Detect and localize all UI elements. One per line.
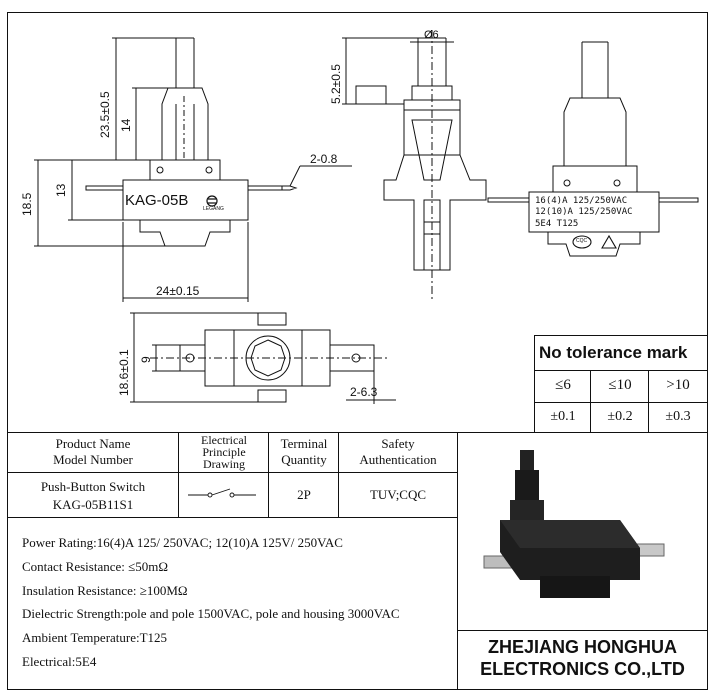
dim-width: 24±0.15 [156,284,200,298]
header-principle: Principle [202,445,246,459]
company-name-line1: ZHEJIANG HONGHUA [487,637,677,657]
rear-view [487,41,699,257]
dim-inner: 9 [139,356,153,363]
spec-electrical-life: Electrical:5E4 [22,654,97,669]
header-quantity: Quantity [281,452,327,467]
product-name: Push-Button Switch [40,479,146,494]
dim-button-height: 14 [119,118,133,132]
header-product-name: Product Name [55,436,131,451]
dim-overall-height: 18.5 [20,192,34,216]
safety-authentication: TUV;CQC [369,487,427,502]
header-terminal: Terminal [280,436,328,451]
tolerance-range: ≤10 [608,377,632,393]
header-electrical: Electrical [201,433,247,447]
dim-terminal-thickness: 2-0.8 [310,152,338,166]
cqc-mark [572,235,592,249]
brand-logo [206,195,218,207]
model-number: KAG-05B11S1 [52,497,134,512]
header-drawing: Drawing [203,457,245,471]
bottom-view [130,312,396,404]
spec-ambient-temperature: Ambient Temperature:T125 [22,630,168,645]
tolerance-value: ±0.1 [550,409,576,424]
switch-schematic [188,488,256,498]
model-label: KAG-05B [125,192,189,209]
tolerance-range: ≤6 [555,377,571,393]
dim-bottom-height: 18.6±0.1 [117,349,131,396]
tolerance-value: ±0.3 [665,409,691,424]
header-model-number: Model Number [53,452,133,467]
tolerance-range: >10 [666,377,690,393]
tolerance-title: No tolerance mark [539,343,688,362]
company-name-line2: ELECTRONICS CO.,LTD [480,659,685,679]
spec-contact-resistance: Contact Resistance: ≤50mΩ [22,559,169,574]
dim-terminal-width: 2-6.3 [350,385,378,399]
dim-total-height: 23.5±0.5 [98,91,112,138]
tolerance-value: ±0.2 [607,409,633,424]
rating-line-2: 12(10)A 125/250VAC [535,207,633,217]
dim-travel: 5.2±0.5 [329,64,343,104]
product-photo [483,450,665,598]
tolerance-table [534,335,708,433]
header-authentication: Authentication [359,452,437,467]
warning-triangle-icon [601,234,617,249]
spec-power-rating: Power Rating:16(4)A 125/ 250VAC; 12(10)A… [22,535,343,550]
spec-dielectric-strength: Dielectric Strength:pole and pole 1500VA… [22,606,400,621]
rating-line-3: 5E4 T125 [535,219,579,229]
header-safety: Safety [381,436,415,451]
terminal-quantity: 2P [297,487,311,502]
front-view [34,37,352,302]
dim-body-height: 13 [54,183,68,197]
rating-line-1: 16(4)A 125/250VAC [535,196,628,206]
side-view [342,30,487,300]
dim-diameter: Ø6 [424,29,439,41]
cqc-mark-label: CQC [576,238,588,244]
brand-label: LEGANG [203,206,224,212]
spec-insulation-resistance: Insulation Resistance: ≥100MΩ [22,583,188,598]
